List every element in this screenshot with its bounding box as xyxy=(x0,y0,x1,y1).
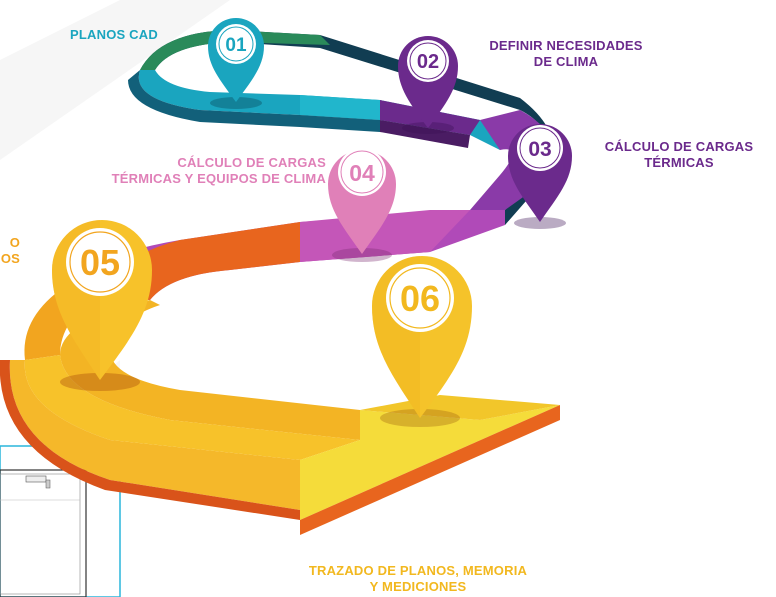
step-01-label: PLANOS CAD xyxy=(70,27,158,42)
pin-number: 01 xyxy=(225,35,247,56)
step-05-label: O OS xyxy=(0,235,20,266)
pin-02: 02 xyxy=(398,36,458,128)
step-03-label: CÁLCULO DE CARGAS TÉRMICAS xyxy=(604,139,754,170)
pin-number: 04 xyxy=(349,160,375,186)
pin-06: 06 xyxy=(371,255,472,418)
pin-number: 02 xyxy=(417,51,439,73)
step-04-label: CÁLCULO DE CARGAS TÉRMICAS Y EQUIPOS DE … xyxy=(111,155,326,186)
pin-04: 04 xyxy=(328,148,396,254)
pin-05: 05 xyxy=(51,220,152,380)
pin-01: 01 xyxy=(208,18,264,102)
pin-number: 03 xyxy=(528,138,551,161)
step-02-label: DEFINIR NECESIDADES DE CLIMA xyxy=(489,38,643,69)
pin-03: 03 xyxy=(508,124,572,222)
pin-shadows xyxy=(60,97,566,427)
pin-number: 06 xyxy=(400,278,440,319)
pin-number: 05 xyxy=(80,242,120,283)
step-06-label: TRAZADO DE PLANOS, MEMORIA Y MEDICIONES xyxy=(308,563,528,594)
